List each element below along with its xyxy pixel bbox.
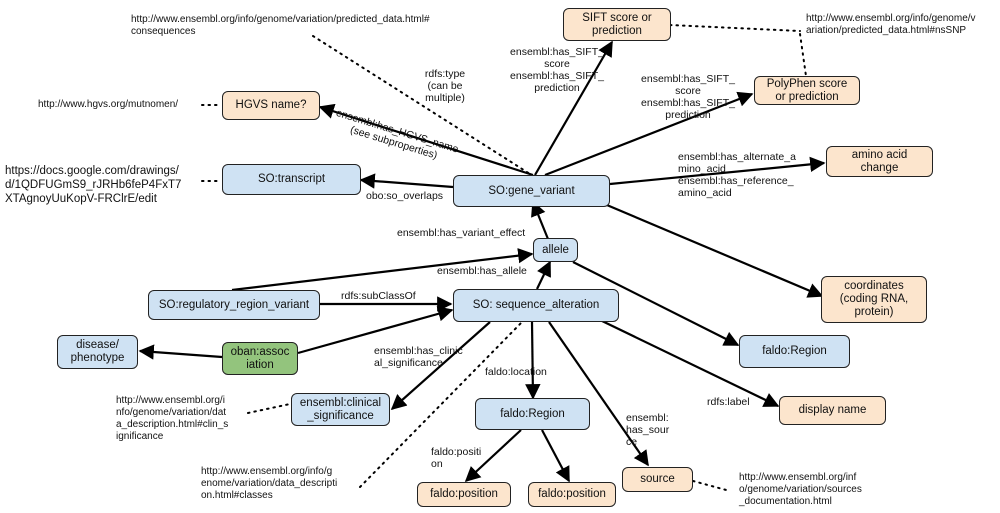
so-gene-variant-node: SO:gene_variant: [453, 175, 610, 207]
display-name-node: display name: [779, 396, 886, 425]
url-clinical-significance[interactable]: http://www.ensembl.org/i nfo/genome/vari…: [116, 395, 229, 442]
edge-allele-to-gene-variant: [531, 200, 550, 240]
edge-gene-variant-to-transcript: [359, 173, 454, 189]
edge-faldo-region-to-pos-1: [464, 429, 522, 483]
label-has-variant-effect: ensembl:has_variant_effect: [397, 227, 526, 239]
url-sources[interactable]: http://www.ensembl.org/inf o/genome/vari…: [739, 472, 862, 507]
label-rdfs-label: rdfs:label: [707, 396, 750, 408]
so-sequence-alteration-node: SO: sequence_alteration: [453, 289, 619, 322]
faldo-region-right-node: faldo:Region: [739, 335, 850, 368]
url-consequences[interactable]: http://www.ensembl.org/info/genome/varia…: [131, 14, 430, 37]
label-has-sift: ensembl:has_SIFT_ score ensembl:has_SIFT…: [510, 46, 604, 94]
dotted-clin-url-to-clinical: [247, 403, 291, 414]
label-has-allele: ensembl:has_allele: [437, 265, 527, 277]
edge-seq-alt-to-allele: [536, 260, 551, 290]
label-faldo-location: faldo:location: [485, 366, 547, 378]
label-has-alternate-reference: ensembl:has_alternate_a mino_acid ensemb…: [678, 151, 796, 199]
polyphen-score-node: PolyPhen score or prediction: [754, 76, 860, 105]
label-has-polyphen: ensembl:has_SIFT_ score ensembl:has_SIFT…: [641, 73, 735, 121]
edge-gene-variant-to-coordinates: [594, 198, 824, 298]
edge-oban-to-seq-alt: [297, 306, 454, 355]
edge-allele-to-faldo-region-right: [572, 261, 740, 346]
dotted-nssnp-to-sift: [669, 24, 801, 32]
edge-seq-alt-to-clinical: [390, 321, 491, 411]
edge-seq-alt-to-source: [548, 321, 649, 467]
faldo-position-1-node: faldo:position: [417, 482, 511, 507]
url-google-drawing[interactable]: https://docs.google.com/drawings/ d/1QDF…: [5, 165, 182, 205]
url-classes[interactable]: http://www.ensembl.org/info/g enome/vari…: [201, 466, 338, 501]
edge-seq-alt-to-faldo-region-mid: [525, 321, 541, 400]
label-so-overlaps: obo:so_overlaps: [366, 190, 444, 202]
edge-seq-alt-to-display-name: [599, 319, 780, 407]
dotted-classes-to-seq-alt: [359, 320, 524, 488]
source-node: source: [622, 467, 693, 492]
disease-phenotype-node: disease/ phenotype: [57, 335, 138, 369]
allele-node: allele: [533, 238, 578, 262]
so-transcript-node: SO:transcript: [222, 164, 361, 195]
url-hgvs[interactable]: http://www.hgvs.org/mutnomen/: [38, 99, 179, 110]
sift-score-node: SIFT score or prediction: [563, 8, 671, 41]
faldo-position-2-node: faldo:position: [528, 482, 616, 507]
edge-faldo-region-to-pos-2: [541, 429, 570, 483]
label-has-source: ensembl: has_sour ce: [626, 412, 670, 448]
edge-regulatory-to-allele: [231, 248, 534, 292]
so-regulatory-region-variant-node: SO:regulatory_region_variant: [148, 290, 320, 320]
dotted-source-to-sources-url: [692, 480, 731, 492]
label-subclassof: rdfs:subClassOf: [341, 290, 416, 302]
label-rdfs-type: rdfs:type (can be multiple): [424, 68, 466, 104]
edge-gene-variant-to-sift: [534, 40, 613, 176]
ensembl-clinical-significance-node: ensembl:clinical _significance: [291, 393, 390, 426]
dotted-consequences-to-gene-variant: [312, 35, 531, 175]
label-has-clinical-significance: ensembl:has_clinic al_significance: [374, 345, 463, 369]
label-faldo-position: faldo:positi on: [431, 446, 482, 470]
edge-gene-variant-to-amino-acid: [609, 156, 826, 186]
hgvs-name-node: HGVS name?: [222, 91, 320, 120]
amino-acid-change-node: amino acid change: [826, 146, 933, 177]
edge-gene-variant-to-polyphen: [544, 91, 754, 177]
url-nssnp[interactable]: http://www.ensembl.org/info/genome/v ari…: [806, 13, 976, 36]
dotted-nssnp-to-polyphen: [799, 33, 807, 77]
edge-oban-to-disease: [138, 344, 223, 360]
faldo-region-mid-node: faldo:Region: [475, 398, 590, 430]
oban-association-node: oban:assoc iation: [222, 342, 298, 375]
coordinates-node: coordinates (coding RNA, protein): [821, 276, 927, 323]
edge-gene-variant-to-hgvs: [318, 103, 534, 177]
